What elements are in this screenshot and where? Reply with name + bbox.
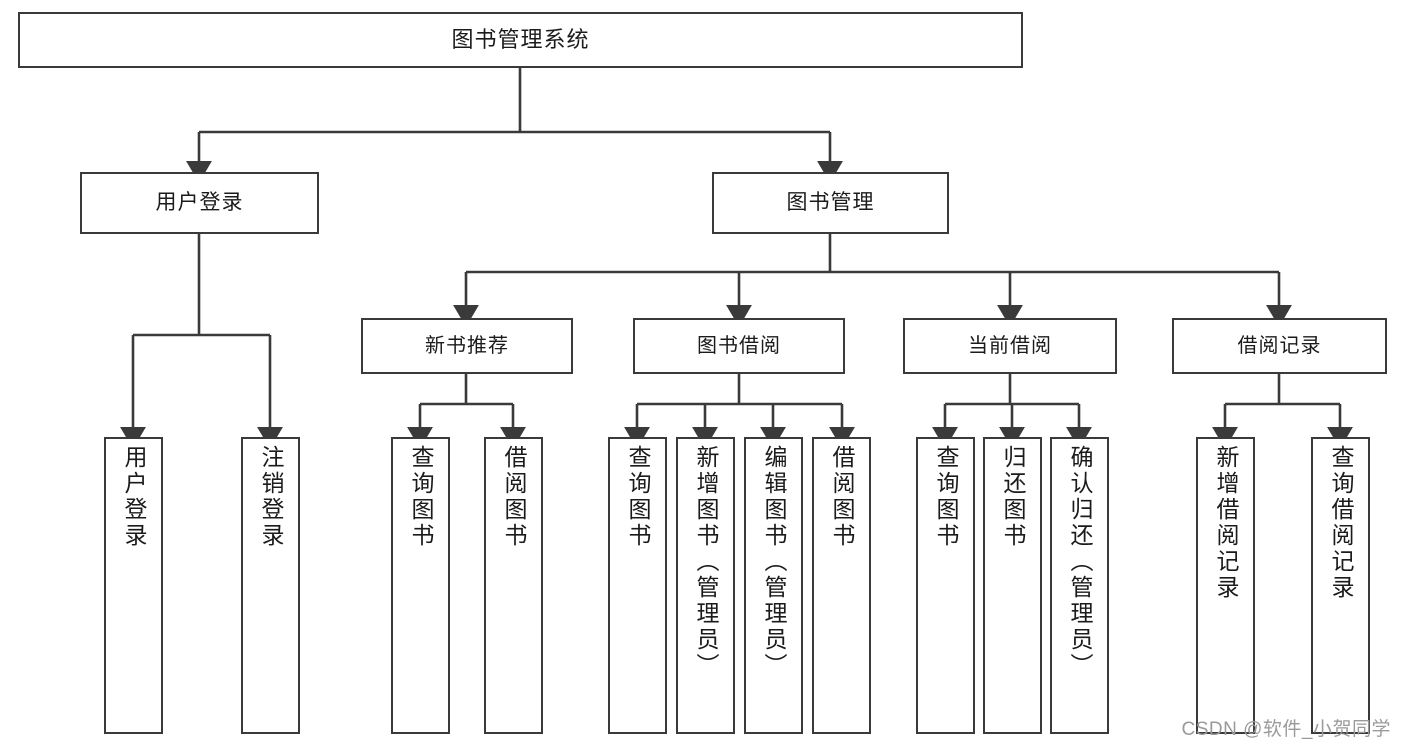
node-new-book-recommend[interactable]: 新书推荐	[361, 318, 573, 374]
node-label: 用户登录	[121, 445, 147, 549]
node-label: 新增借阅记录	[1213, 445, 1239, 601]
leaf-node-logout[interactable]: 注销登录	[241, 437, 300, 734]
leaf-node-add-book[interactable]: 新增图书（管理员）	[676, 437, 735, 734]
leaf-node-query-book-current[interactable]: 查询图书	[916, 437, 975, 734]
node-label: 新增图书（管理员）	[693, 445, 719, 679]
node-label: 编辑图书（管理员）	[761, 445, 787, 679]
csdn-watermark: CSDN @软件_小贺同学	[1181, 719, 1391, 740]
node-label: 归还图书	[1000, 445, 1026, 549]
node-label: 图书借阅	[697, 334, 781, 357]
node-label: 图书管理	[786, 190, 875, 214]
leaf-node-add-borrow-record[interactable]: 新增借阅记录	[1196, 437, 1255, 734]
node-label: 借阅图书	[501, 445, 527, 549]
node-book-borrow[interactable]: 图书借阅	[633, 318, 845, 374]
leaf-node-edit-book[interactable]: 编辑图书（管理员）	[744, 437, 803, 734]
node-label: 确认归还（管理员）	[1067, 445, 1093, 679]
node-borrow-record[interactable]: 借阅记录	[1172, 318, 1387, 374]
leaf-node-confirm-return[interactable]: 确认归还（管理员）	[1050, 437, 1109, 734]
node-label: 查询借阅记录	[1328, 445, 1354, 601]
leaf-node-user-login[interactable]: 用户登录	[104, 437, 163, 734]
leaf-node-borrow-book[interactable]: 借阅图书	[812, 437, 871, 734]
node-label: 查询图书	[408, 445, 434, 549]
node-label: 注销登录	[258, 445, 284, 549]
node-book-manage[interactable]: 图书管理	[712, 172, 949, 234]
node-current-borrow[interactable]: 当前借阅	[903, 318, 1117, 374]
node-label: 图书管理系统	[451, 27, 590, 53]
leaf-node-borrow-book-recommend[interactable]: 借阅图书	[484, 437, 543, 734]
node-label: 用户登录	[155, 190, 244, 214]
leaf-node-query-book-recommend[interactable]: 查询图书	[391, 437, 450, 734]
node-label: 查询图书	[625, 445, 651, 549]
node-label: 当前借阅	[968, 334, 1052, 357]
leaf-node-query-book-borrow[interactable]: 查询图书	[608, 437, 667, 734]
node-label: 借阅图书	[829, 445, 855, 549]
node-label: 新书推荐	[425, 334, 509, 357]
node-root-book-management-system[interactable]: 图书管理系统	[18, 12, 1023, 68]
node-label: 查询图书	[933, 445, 959, 549]
node-label: 借阅记录	[1237, 334, 1322, 357]
leaf-node-query-borrow-record[interactable]: 查询借阅记录	[1311, 437, 1370, 734]
leaf-node-return-book[interactable]: 归还图书	[983, 437, 1042, 734]
node-user-login[interactable]: 用户登录	[80, 172, 319, 234]
